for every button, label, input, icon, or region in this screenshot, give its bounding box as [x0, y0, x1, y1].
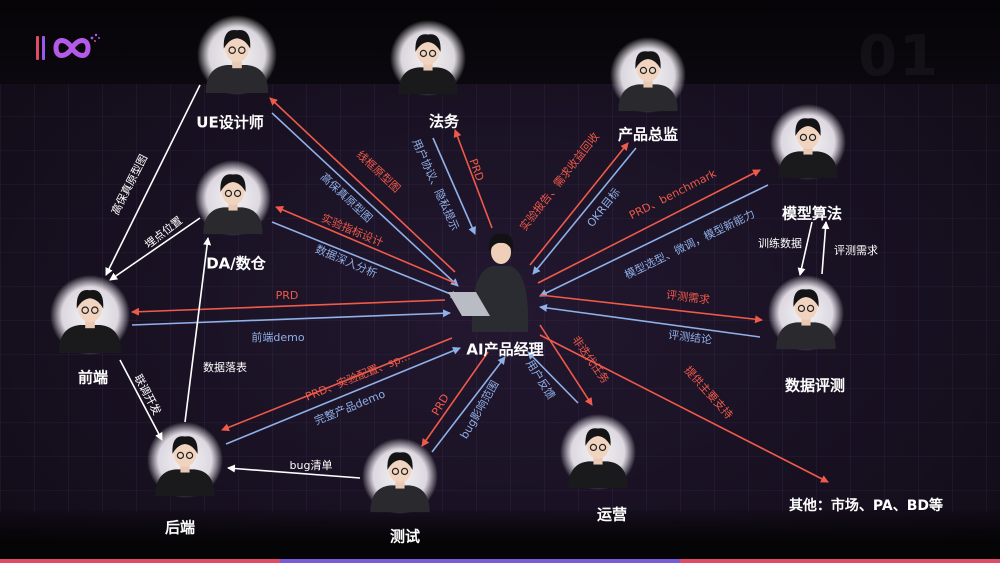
edge-arrow-18	[225, 346, 461, 445]
edge-arrow-9	[539, 184, 769, 297]
bottom-band	[0, 510, 1000, 563]
edge-arrow-0	[269, 97, 456, 273]
edge-arrow-27	[821, 221, 830, 275]
edge-arrow-25	[227, 464, 361, 479]
edge-label-12: 非迭代任务	[569, 333, 611, 386]
edge-arrow-4	[453, 129, 493, 229]
edge-arrow-6	[529, 142, 629, 266]
node-label-legal: 法务	[429, 113, 460, 131]
node-label-ops: 运营	[597, 506, 627, 524]
node-qa: 测试	[362, 438, 438, 546]
edge-label-26: 训练数据	[758, 236, 802, 250]
frontend-avatar-icon	[50, 275, 130, 355]
director-avatar-icon	[610, 37, 686, 113]
edge-label-0: 线框原型图	[354, 147, 404, 195]
edge-arrow-21	[105, 84, 201, 276]
edge-label-21: 高保真原型图	[108, 152, 150, 217]
node-ops: 运营	[560, 414, 636, 524]
node-label-pm: AI产品经理	[466, 341, 543, 359]
evaluator-avatar-icon	[768, 275, 844, 351]
edge-label-24: 联调开发	[131, 372, 164, 417]
edge-label-10: 评测需求	[665, 288, 710, 306]
edge-label-27: 评测需求	[834, 244, 878, 257]
edge-arrow-3	[271, 221, 459, 299]
node-eval: 数据评测	[768, 275, 845, 395]
node-label-director: 产品总监	[618, 126, 678, 144]
node-pm: AI产品经理	[448, 233, 544, 359]
node-label-algo: 模型算法	[782, 205, 842, 223]
edge-arrow-26	[797, 221, 813, 276]
edge-arrow-15	[421, 351, 489, 447]
edge-arrow-16	[431, 356, 506, 453]
edge-label-9: 模型选型、微调，模型新能力	[622, 206, 757, 281]
bottom-accent-line	[0, 559, 1000, 563]
node-label-frontend: 前端	[78, 369, 108, 387]
node-da: DA/数仓	[195, 160, 271, 273]
edge-label-17: PRD、实验配置、sp...	[303, 349, 412, 404]
node-label-qa: 测试	[390, 528, 420, 546]
backend-avatar-icon	[147, 422, 223, 498]
node-algo: 模型算法	[770, 104, 846, 223]
node-frontend: 前端	[50, 275, 130, 387]
edge-arrow-10	[539, 294, 763, 324]
edge-arrow-2	[275, 206, 456, 284]
node-legal: 法务	[390, 20, 466, 131]
edge-arrow-14	[539, 334, 829, 483]
node-label-backend: 后端	[165, 519, 195, 537]
algorithm-avatar-icon	[770, 104, 846, 180]
node-label-da: DA/数仓	[206, 255, 267, 273]
data-analyst-avatar-icon	[195, 160, 271, 236]
edge-arrow-23	[184, 237, 212, 423]
edge-label-11: 评测结论	[667, 327, 712, 346]
edge-arrow-8	[537, 169, 761, 284]
legal-avatar-icon	[390, 20, 466, 96]
designer-avatar-icon	[197, 15, 277, 95]
edge-arrow-22	[109, 217, 201, 281]
node-director: 产品总监	[610, 37, 686, 144]
edge-arrow-11	[539, 303, 761, 338]
brand-logo-icon	[34, 30, 124, 74]
node-label-eval: 数据评测	[785, 377, 845, 395]
edge-label-5: 用户协议、隐私提示	[409, 137, 462, 233]
slide-number: 01	[858, 24, 940, 89]
edge-label-15: PRD	[429, 392, 452, 418]
node-label-others: 其他：市场、PA、BD等	[789, 497, 943, 514]
pm-avatar-icon	[448, 233, 529, 332]
edge-arrow-13	[527, 351, 579, 404]
tester-avatar-icon	[362, 438, 438, 514]
edge-arrow-24	[119, 359, 163, 441]
operations-avatar-icon	[560, 414, 636, 490]
edge-arrow-12	[539, 324, 593, 406]
edge-label-14: 提供主要支持	[681, 363, 736, 421]
edge-label-25: bug清单	[290, 459, 333, 472]
top-band	[0, 0, 1000, 84]
node-label-ue: UE设计师	[196, 114, 263, 132]
edge-arrow-20	[131, 309, 451, 326]
node-backend: 后端	[147, 422, 223, 537]
node-others: 其他：市场、PA、BD等	[789, 497, 943, 514]
edge-label-19: PRD	[276, 289, 299, 302]
edge-label-20: 前端demo	[251, 330, 304, 344]
node-ue: UE设计师	[196, 15, 277, 132]
edge-arrow-7	[532, 147, 637, 275]
edge-arrow-5	[432, 137, 476, 235]
edge-label-13: 用户反馈	[523, 357, 558, 402]
edge-arrow-1	[271, 112, 459, 287]
edge-arrow-19	[131, 299, 446, 316]
edge-label-23: 数据落表	[203, 360, 247, 374]
edge-arrow-17	[221, 337, 453, 432]
